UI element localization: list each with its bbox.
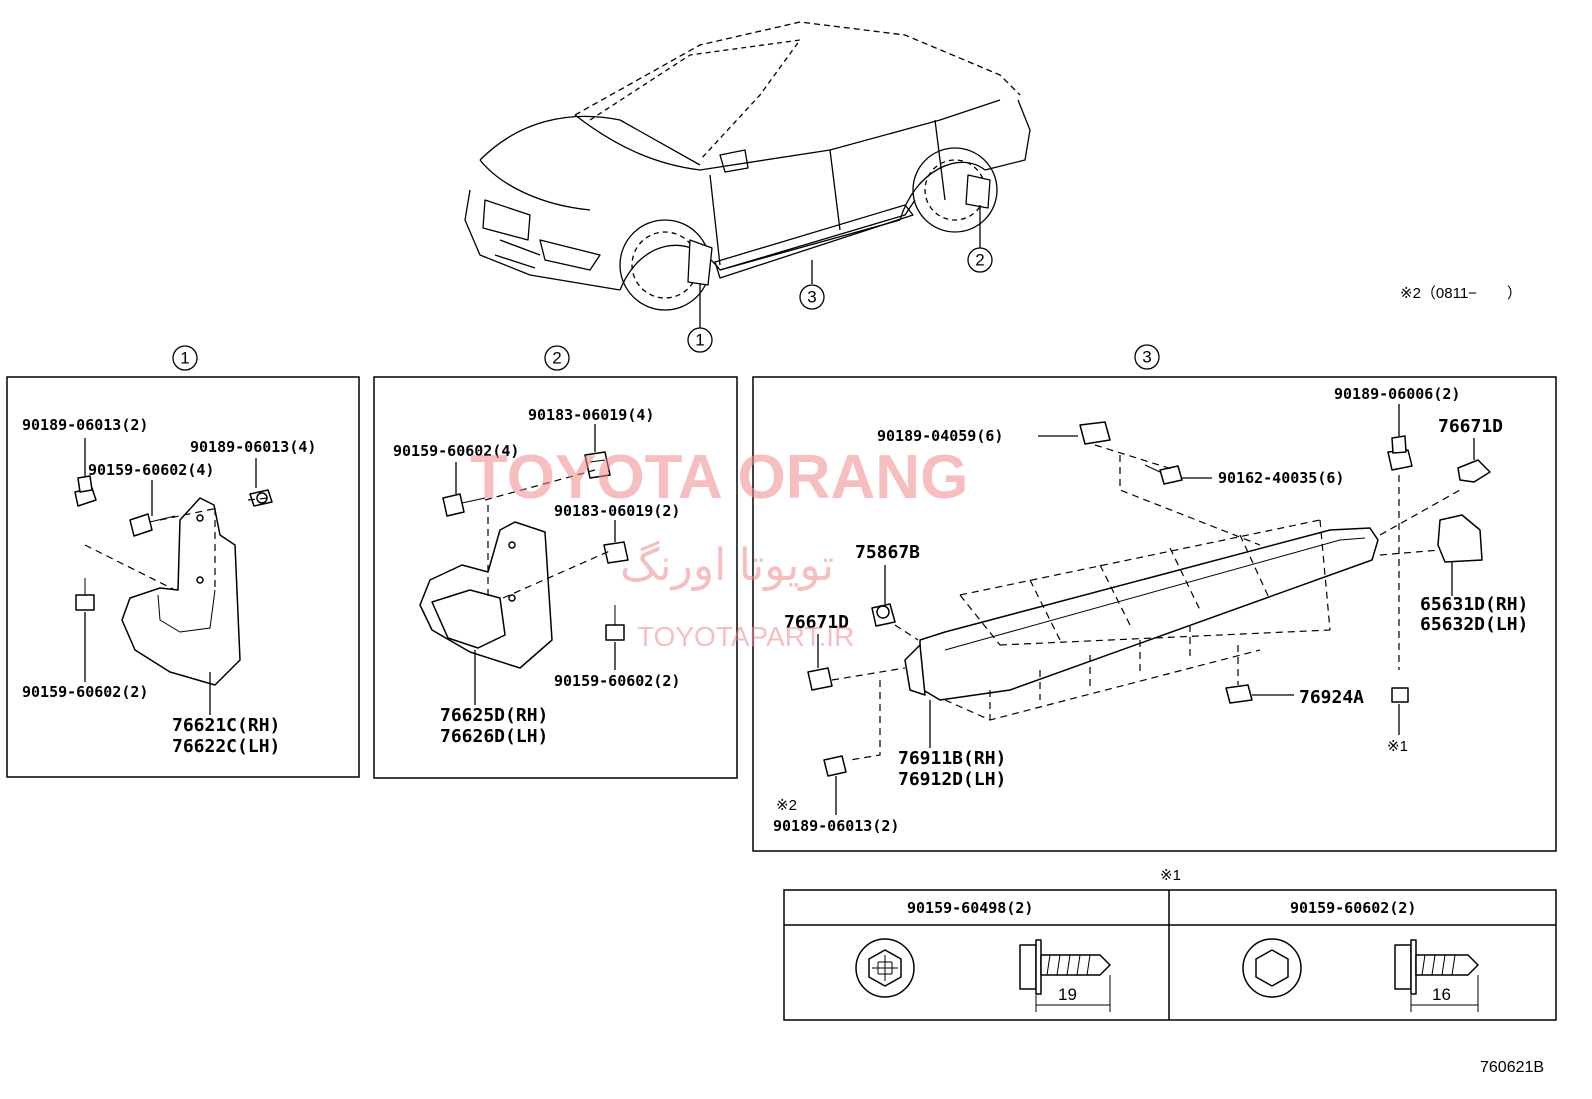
p3-label-clip-bottom-left: 90189-06013(2)	[773, 817, 899, 835]
p2-label-nut-top: 90183-06019(4)	[528, 406, 654, 424]
p3-clip-bottom	[1225, 684, 1253, 704]
p2-label-part-rh: 76625D(RH)	[440, 705, 548, 726]
p2-label-screw-bottom: 90159-60602(2)	[554, 672, 680, 690]
svg-text:2: 2	[975, 251, 984, 270]
callout-2-panel: 2	[544, 345, 570, 371]
fastener-table	[783, 889, 1557, 1021]
p3-label-bracket-rh: 65631D(RH)	[1420, 594, 1528, 615]
p2-label-screw-top: 90159-60602(4)	[393, 442, 519, 460]
p1-screw-bottom	[75, 578, 95, 611]
p3-screw-bottom-right	[1391, 687, 1409, 703]
svg-text:2: 2	[552, 349, 561, 368]
diagram-id: 760621B	[1480, 1059, 1544, 1076]
callout-3-car: 3	[799, 284, 825, 310]
p3-label-skirt-lh: 76912D(LH)	[898, 769, 1006, 790]
p2-label-part-lh: 76626D(LH)	[440, 726, 548, 747]
p3-label-skirt-rh: 76911B(RH)	[898, 748, 1006, 769]
p2-screw-top	[442, 493, 486, 517]
p1-clip-right	[249, 489, 273, 507]
p3-clip-top-right	[1387, 435, 1413, 471]
svg-text:1: 1	[695, 331, 704, 350]
p3-clip-bottom-left	[823, 755, 847, 777]
panel-2-box	[373, 376, 738, 779]
p3-clip-right	[1457, 459, 1491, 483]
p1-label-clip-right: 90189-06013(4)	[190, 438, 316, 456]
table-mark: ※1	[1160, 867, 1181, 884]
callout-2-car: 2	[967, 247, 993, 273]
p1-label-clip-top: 90189-06013(2)	[22, 416, 148, 434]
fastener2-head-view	[1242, 938, 1302, 998]
p2-screw-bottom	[605, 605, 625, 641]
p3-label-clip-top-right: 90189-06006(2)	[1334, 385, 1460, 403]
watermark-persian: تویوتا اورنگ	[620, 540, 834, 591]
fastener1-head-view	[855, 938, 915, 998]
p3-label-bracket-lh: 65632D(LH)	[1420, 614, 1528, 635]
p3-label-clip-75867: 75867B	[855, 542, 920, 563]
p3-side-skirt	[904, 527, 1379, 701]
p3-bracket	[1437, 514, 1483, 563]
p3-mark-2: ※2	[776, 797, 797, 814]
fastener1-side-view	[1019, 939, 1111, 1012]
p2-mudflap	[419, 521, 553, 669]
callout-1-car: 1	[687, 327, 713, 353]
p1-label-screw-bottom: 90159-60602(2)	[22, 683, 148, 701]
callout-3-panel: 3	[1134, 344, 1160, 370]
p3-label-clip-bottom: 76924A	[1299, 687, 1364, 708]
p3-clip-75867	[871, 603, 896, 627]
panel-3-box	[752, 376, 1557, 852]
p3-nut-top	[1079, 421, 1111, 445]
p1-screw-mid	[129, 513, 176, 537]
p3-label-clip-right: 76671D	[1438, 416, 1503, 437]
p2-label-nut-mid: 90183-06019(2)	[554, 502, 680, 520]
fastener1-length: 19	[1058, 985, 1077, 1004]
table-col2-part-no: 90159-60602(2)	[1290, 899, 1416, 917]
svg-text:1: 1	[180, 349, 189, 368]
fastener2-length: 16	[1432, 985, 1451, 1004]
p3-label-nut-top: 90189-04059(6)	[877, 427, 1003, 445]
p3-label-screw-top: 90162-40035(6)	[1218, 469, 1344, 487]
fastener2-side-view	[1394, 939, 1479, 1012]
p1-label-part-lh: 76622C(LH)	[172, 736, 280, 757]
watermark-site: TOYOTAPART.IR	[637, 621, 854, 652]
table-col1-part-no: 90159-60498(2)	[907, 899, 1033, 917]
p3-label-clip-left: 76671D	[784, 612, 849, 633]
p3-screw-top	[1144, 464, 1183, 485]
panel-1-box	[6, 376, 360, 778]
p2-nut-mid	[603, 541, 629, 564]
p1-clip-top	[74, 475, 97, 507]
p3-mark-1: ※1	[1387, 738, 1408, 755]
svg-text:3: 3	[1142, 348, 1151, 367]
callout-1-panel: 1	[172, 345, 198, 371]
p1-label-screw-mid: 90159-60602(4)	[88, 461, 214, 479]
car-illustration	[464, 21, 1031, 311]
p3-clip-left	[807, 667, 833, 691]
watermark-title: TOYOTA ORANG	[470, 443, 968, 512]
header-note: ※2（0811− ）	[1400, 285, 1522, 302]
p1-label-part-rh: 76621C(RH)	[172, 715, 280, 736]
svg-text:3: 3	[807, 288, 816, 307]
